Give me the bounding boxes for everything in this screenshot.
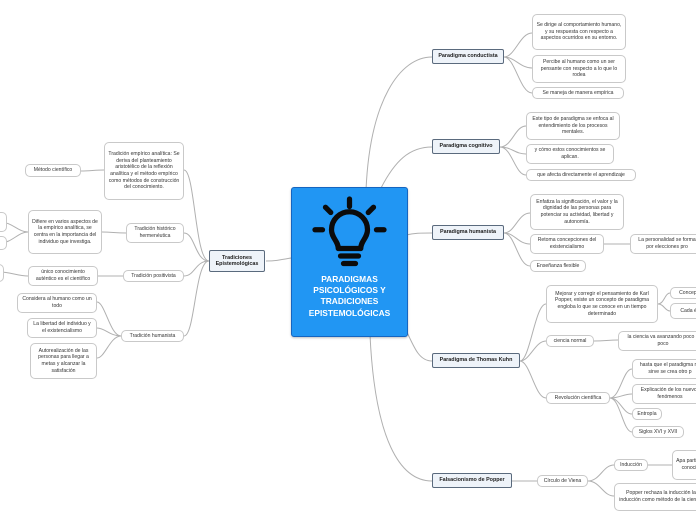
topic-falsacionismo-popper[interactable]: Falsacionismo de Popper (432, 473, 512, 488)
subtopic-kuhn-siglos[interactable]: Siglos XVI y XVII (632, 426, 684, 438)
subtopic-kuhn-cada-epoca[interactable]: Cada ép (670, 303, 696, 319)
subtopic-popper-induccion[interactable]: Inducción (614, 459, 648, 471)
subtopic-humanista-dignidad[interactable]: Enfatiza la significación, el valor y la… (530, 194, 624, 230)
subtopic-metodo-cientifico[interactable]: Método científico (25, 164, 81, 177)
subtopic-conductista-ser-pensante[interactable]: Percibe al humano como un ser pensante c… (532, 55, 626, 83)
subtopic-humanista-personalidad[interactable]: La personalidad se forma por elecciones … (630, 234, 696, 254)
subtopic-popper-circulo-viena[interactable]: Círculo de Viena (537, 475, 588, 487)
topic-paradigma-conductista[interactable]: Paradigma conductista (432, 49, 504, 64)
subtopic-conductista-empirica[interactable]: Se maneja de manera empírica (532, 87, 624, 99)
topic-paradigma-humanista[interactable]: Paradigma humanista (432, 225, 504, 240)
subtopic-humanista-existencialismo[interactable]: Retoma concepciones del existencialismo (530, 234, 604, 254)
subtopic-conocimiento-cientifico[interactable]: único conocimiento auténtico es el cient… (28, 266, 98, 286)
subtopic-kuhn-concepto[interactable]: Concepto (670, 287, 696, 299)
subtopic-popper-rechaza-induccion[interactable]: Popper rechaza la inducción la inducción… (614, 483, 696, 511)
central-title: PARADIGMAS PSICOLÓGICOS Y TRADICIONES EP… (308, 274, 391, 318)
central-topic[interactable]: PARADIGMAS PSICOLÓGICOS Y TRADICIONES EP… (291, 187, 408, 337)
topic-paradigma-thomas-kuhn[interactable]: Paradigma de Thomas Kuhn (432, 353, 520, 368)
subtopic-kuhn-revolucion[interactable]: Revolución científica (546, 392, 610, 404)
subtopic-difiere-aspectos[interactable]: Difiere en varios aspectos de la empíric… (28, 210, 102, 254)
topic-tradiciones-epistemologicas[interactable]: Tradiciones Epistemológicas (209, 250, 265, 272)
subtopic-humanista-ensenanza[interactable]: Enseñanza flexible (530, 260, 586, 272)
subtopic-kuhn-entropia[interactable]: Entropía (632, 408, 662, 420)
subtopic-tradicion-historico-hermeneutica[interactable]: Tradición histórico hermenéutica (126, 223, 184, 243)
subtopic-cognitivo-aprendizaje[interactable]: que afecta directamente el aprendizaje (526, 169, 636, 181)
subtopic-kuhn-ciencia-avanza[interactable]: la ciencia va avanzando poco a poco (618, 331, 696, 351)
subtopic-humano-todo[interactable]: Considera al humano como un todo (17, 293, 97, 313)
subtopic-popper-apariencia[interactable]: Apa particu conoci (672, 450, 696, 480)
edge-node-3 (0, 264, 4, 282)
subtopic-cognitivo-procesos[interactable]: Este tipo de paradigma se enfoca al ente… (526, 112, 620, 140)
subtopic-conductista-comportamiento[interactable]: Se dirige al comportamiento humano, y su… (532, 14, 626, 50)
edge-node-2 (0, 236, 7, 250)
subtopic-kuhn-nuevo-paradigma[interactable]: hasta que el paradigma no sirve se crea … (632, 359, 696, 379)
subtopic-autorealizacion[interactable]: Autorealización de las personas para lle… (30, 343, 97, 379)
edge-node-1 (0, 212, 7, 232)
subtopic-tradicion-empirico-analitica[interactable]: Tradición empírico analítica: Se deriva … (104, 142, 184, 200)
subtopic-kuhn-ciencia-normal[interactable]: ciencia normal (546, 335, 594, 347)
subtopic-kuhn-explicacion[interactable]: Explicación de los nuevos fenómenos (632, 384, 696, 404)
lightbulb-icon (312, 196, 387, 267)
subtopic-kuhn-mejorar[interactable]: Mejorar y corregir el pensamiento de Kar… (546, 285, 658, 323)
topic-paradigma-cognitivo[interactable]: Paradigma cognitivo (432, 139, 500, 154)
subtopic-tradicion-humanista[interactable]: Tradición humanista (121, 330, 184, 342)
subtopic-tradicion-positivista[interactable]: Tradición positivista (123, 270, 184, 282)
subtopic-libertad-individuo[interactable]: La libertad del individuo y el existenci… (27, 318, 97, 338)
subtopic-cognitivo-aplican[interactable]: y cómo estos conocimientos se aplican. (526, 144, 614, 164)
